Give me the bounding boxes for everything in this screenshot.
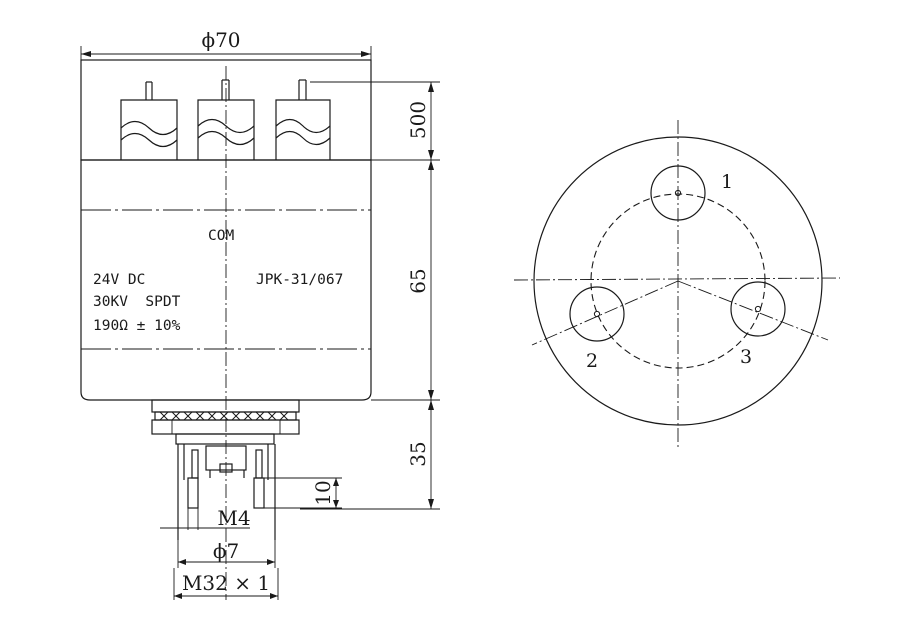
outer-circle — [533, 136, 823, 426]
middle-height-label: 65 — [406, 268, 430, 293]
side-view: ϕ70 — [80, 28, 440, 600]
m32-dimension: M32 × 1 — [173, 568, 279, 600]
pin-label-1: 1 — [721, 171, 733, 193]
diagonal-line-right — [677, 280, 829, 341]
phi7-label: ϕ7 — [213, 539, 239, 563]
voltage-label: 24V DC — [93, 272, 145, 288]
bottom-height-label: 35 — [406, 441, 430, 466]
height-dimensions: 500 65 35 — [300, 81, 440, 510]
com-label: COM — [208, 228, 234, 244]
resistance-label: 190Ω ± 10% — [93, 318, 181, 334]
pitch-circle — [590, 193, 766, 369]
pin-height-dimension: 10 — [264, 477, 342, 509]
m4-label: M4 — [217, 506, 250, 530]
top-height-label: 500 — [406, 101, 430, 139]
rating-label: 30KV SPDT — [93, 294, 181, 310]
mounting-nut — [151, 399, 300, 445]
pin-label-2: 2 — [586, 350, 598, 372]
pin-height-label: 10 — [311, 480, 335, 505]
terminal-right — [275, 79, 331, 160]
m32-label: M32 × 1 — [182, 571, 270, 595]
width-dim-label: ϕ70 — [201, 28, 240, 52]
pin-hole-1 — [650, 165, 706, 221]
width-dimension: ϕ70 — [80, 28, 372, 60]
horizontal-center-line — [513, 277, 841, 281]
terminal-left — [120, 81, 178, 160]
base-pins — [177, 444, 276, 540]
model-label: JPK-31/067 — [256, 272, 343, 288]
end-view: 1 2 3 — [513, 120, 841, 448]
pin-hole-2 — [569, 286, 625, 342]
pin-label-3: 3 — [740, 346, 752, 368]
phi7-dimension: ϕ7 — [177, 539, 276, 568]
pin-hole-3 — [730, 281, 786, 337]
diagonal-line-left — [531, 280, 679, 346]
m4-dimension: M4 — [160, 506, 251, 530]
